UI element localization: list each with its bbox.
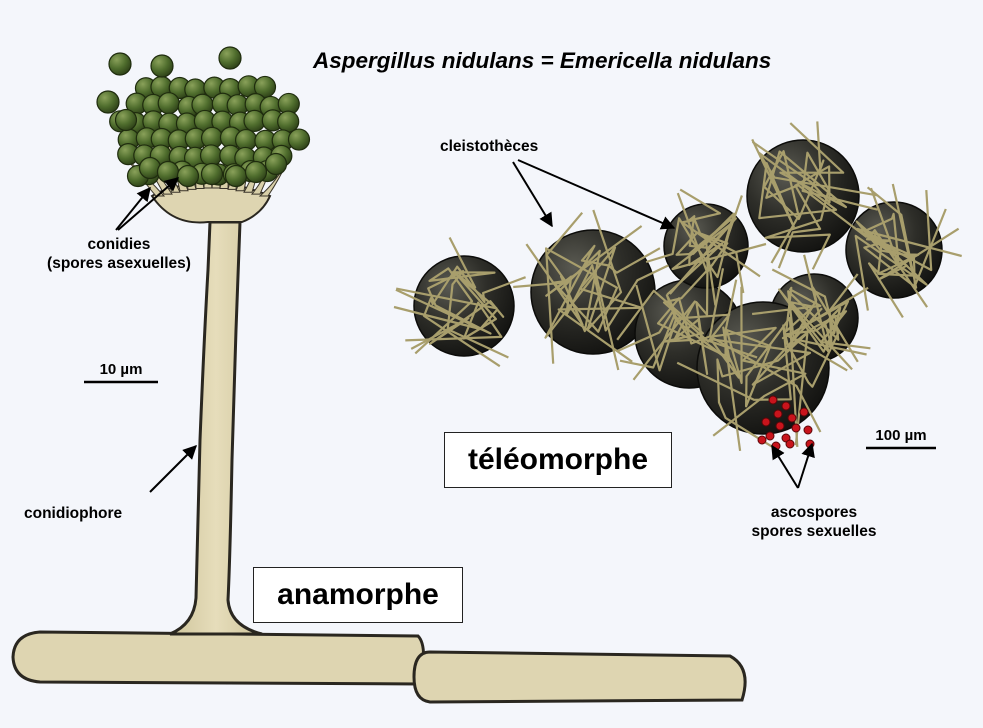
conidium [246, 162, 267, 183]
ascospore [762, 418, 770, 426]
ascospore [800, 408, 808, 416]
ascospore [782, 402, 790, 410]
conidium [288, 129, 309, 150]
conidium [201, 145, 222, 166]
teleomorphe-box: téléomorphe [444, 432, 672, 488]
conidium [266, 154, 287, 175]
arrow-asco-2 [798, 444, 812, 488]
ascospore [774, 410, 782, 418]
conidium [158, 93, 179, 114]
arrow-conidiophore [150, 446, 196, 492]
diagram-title: Aspergillus nidulans = Emericella nidula… [313, 47, 771, 74]
ascospore [766, 432, 774, 440]
ascospore [788, 414, 796, 422]
free-conidium [109, 53, 131, 75]
free-conidium [97, 91, 119, 113]
free-conidium [151, 55, 173, 77]
ascospore [792, 424, 800, 432]
hypha-left [13, 632, 424, 684]
conidium [116, 110, 137, 131]
conidium [202, 164, 223, 185]
label-conidies-line1: conidies [10, 236, 228, 255]
cleistothecia-group [414, 140, 942, 434]
ascospore [769, 396, 777, 404]
free-conidium [219, 47, 241, 69]
conidium [278, 111, 299, 132]
conidium [178, 166, 199, 187]
label-ascospores-line2: spores sexuelles [714, 523, 914, 542]
ascospore [786, 440, 794, 448]
ascospore [758, 436, 766, 444]
scale-label-10um: 10 µm [84, 361, 158, 379]
arrow-asco-1 [772, 446, 798, 488]
scale-label-100um: 100 µm [866, 427, 936, 445]
hypha-right [414, 652, 745, 702]
ascospore [806, 440, 814, 448]
label-cleistotheces: cleistothèces [440, 138, 538, 157]
ascospore [804, 426, 812, 434]
anamorphe-box: anamorphe [253, 567, 463, 623]
conidium [140, 158, 161, 179]
label-ascospores: ascospores spores sexuelles [714, 504, 914, 541]
ascospore [776, 422, 784, 430]
conidium [226, 166, 247, 187]
label-ascospores-line1: ascospores [714, 504, 914, 523]
label-conidiophore: conidiophore [24, 505, 122, 524]
arrow-conidies-1 [116, 188, 150, 230]
conidia-head [97, 47, 309, 187]
label-conidies: conidies (spores asexuelles) [10, 236, 228, 273]
label-conidies-line2: (spores asexuelles) [10, 255, 228, 274]
conidiophore-stalk [170, 222, 262, 634]
